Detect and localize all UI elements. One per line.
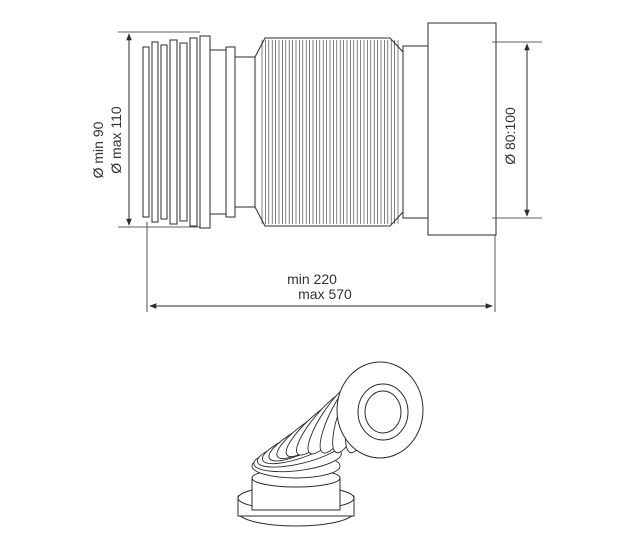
inlet-diameter-max-label: Ø max 110 xyxy=(108,106,124,174)
outlet-diameter-label: Ø 80:100 xyxy=(502,107,518,165)
side-view xyxy=(142,22,497,236)
neck xyxy=(234,56,256,208)
elbow-illustration xyxy=(237,361,424,527)
inlet-diameter-dimension xyxy=(118,31,200,228)
length-max-label: max 570 xyxy=(298,286,352,302)
length-min-label: min 220 xyxy=(287,271,337,287)
elbow-outlet-opening xyxy=(364,390,402,434)
outlet-diameter-dimension xyxy=(492,41,542,219)
outlet-cuff xyxy=(402,45,429,219)
collar xyxy=(225,46,236,218)
hose-corrugation xyxy=(261,40,399,224)
inlet-fins xyxy=(142,35,227,229)
inlet-diameter-min-label: Ø min 90 xyxy=(90,121,106,178)
length-dimension xyxy=(146,222,496,312)
outlet-sleeve xyxy=(427,22,497,236)
